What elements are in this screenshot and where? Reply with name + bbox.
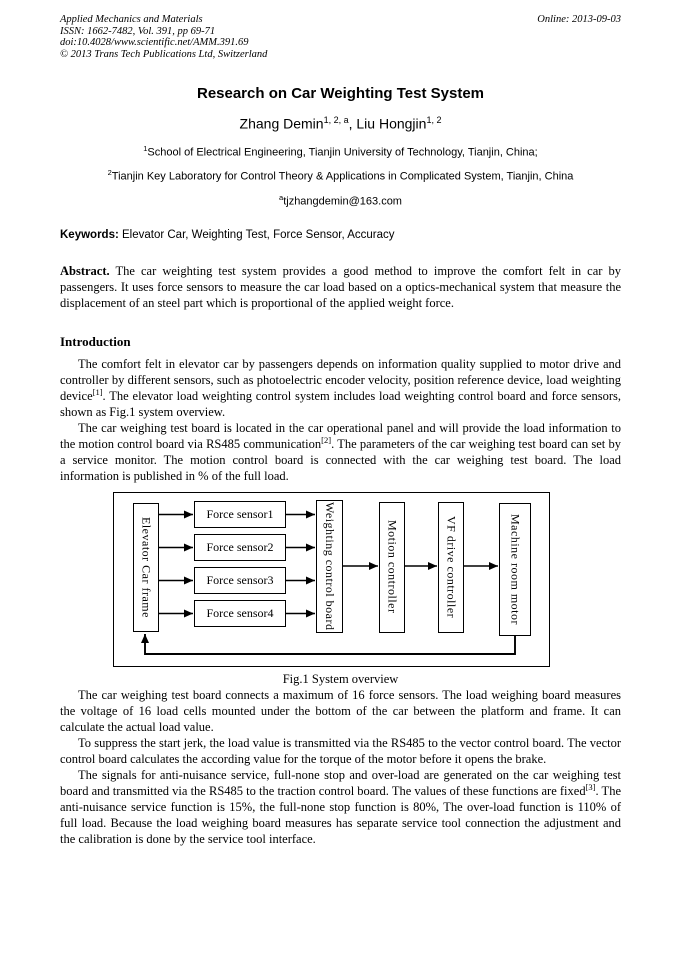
diagram-box-elevator-car-frame: Elevator Car frame (133, 502, 159, 632)
intro-p1-text-a: The comfort felt in elevator car by pass… (60, 356, 621, 403)
affiliation-1-superscript: 1 (143, 143, 148, 153)
abstract-paragraph: Abstract. The car weighting test system … (60, 263, 621, 311)
diagram-box-vf-drive-controller: VF drive controller (438, 501, 464, 633)
affiliation-2: 2Tianjin Key Laboratory for Control Theo… (60, 168, 621, 183)
force-sensor-1-label: Force sensor1 (206, 506, 274, 521)
citation-ref-3: [3] (585, 781, 596, 792)
citation-ref-2: [2] (321, 434, 332, 445)
intro-p2-text-b: . The parameters of the car weighing tes… (60, 436, 621, 483)
journal-copyright-line: © 2013 Trans Tech Publications Ltd, Swit… (60, 48, 268, 60)
body-p5-text-a: The signals for anti-nuisance service, f… (60, 767, 621, 798)
intro-paragraph-1: The comfort felt in elevator car by pass… (60, 356, 621, 420)
abstract-text: The car weighting test system provides a… (60, 263, 621, 310)
diagram-box-force-sensor-3: Force sensor3 (194, 566, 286, 594)
body-p5-text-b: . The anti-nuisance service function is … (60, 783, 621, 846)
author-2-name: Liu Hongjin (356, 115, 427, 132)
keywords-label: Keywords: (60, 228, 119, 241)
affiliations-block: 1School of Electrical Engineering, Tianj… (60, 144, 621, 208)
citation-ref-1: [1] (92, 386, 103, 397)
elevator-car-frame-label: Elevator Car frame (139, 516, 154, 618)
affiliation-2-text: Tianjin Key Laboratory for Control Theor… (111, 170, 574, 183)
diagram-box-machine-room-motor: Machine room motor (499, 502, 531, 636)
intro-paragraph-2: The car weighing test board is located i… (60, 420, 621, 484)
vf-drive-controller-label: VF drive controller (444, 516, 459, 619)
author-separator: , (348, 115, 357, 132)
paper-title: Research on Car Weighting Test System (196, 85, 485, 102)
figure-1-caption: Fig.1 System overview (282, 671, 399, 686)
figure-1-diagram: Elevator Car frame Force sensor1 Force s… (113, 491, 550, 667)
keywords-value: Elevator Car, Weighting Test, Force Sens… (122, 228, 395, 241)
body-paragraph-4: To suppress the start jerk, the load val… (60, 735, 621, 766)
weighting-control-board-label: Weighting control board (323, 501, 337, 631)
diagram-box-motion-controller: Motion controller (379, 501, 405, 633)
intro-p1-text-b: . The elevator load weighting control sy… (60, 388, 621, 419)
diagram-box-force-sensor-2: Force sensor2 (194, 533, 286, 561)
affiliation-2-superscript: 2 (107, 168, 112, 178)
diagram-box-weighting-control-board: Weighting control board (316, 499, 343, 633)
journal-issn-line: ISSN: 1662-7482, Vol. 391, pp 69-71 (60, 25, 216, 37)
email-text: tjzhangdemin@163.com (283, 195, 402, 208)
machine-room-motor-label: Machine room motor (508, 513, 523, 625)
abstract-label: Abstract. (60, 263, 110, 278)
diagram-box-force-sensor-4: Force sensor4 (194, 599, 286, 627)
force-sensor-4-label: Force sensor4 (206, 605, 274, 620)
journal-name: Applied Mechanics and Materials (60, 14, 203, 25)
author-email: atjzhangdemin@163.com (60, 193, 621, 208)
email-superscript: a (279, 192, 284, 202)
section-heading-introduction: Introduction (60, 333, 131, 349)
motion-controller-label: Motion controller (385, 520, 400, 614)
author-2-superscript: 1, 2 (426, 115, 442, 125)
journal-header: Applied Mechanics and Materials ISSN: 16… (60, 14, 621, 60)
online-date: Online: 2013-09-03 (537, 14, 621, 25)
body-paragraph-5: The signals for anti-nuisance service, f… (60, 767, 621, 847)
force-sensor-2-label: Force sensor2 (206, 539, 274, 554)
body-paragraph-3: The car weighing test board connects a m… (60, 687, 621, 734)
journal-doi-line: doi:10.4028/www.scientific.net/AMM.391.6… (60, 37, 249, 48)
affiliation-1-text: School of Electrical Engineering, Tianji… (147, 146, 538, 159)
journal-info-block: Applied Mechanics and Materials ISSN: 16… (60, 14, 267, 60)
authors-line: Zhang Demin1, 2, a, Liu Hongjin1, 2 (60, 115, 621, 132)
intro-p2-text-a: The car weighing test board is located i… (60, 420, 621, 451)
force-sensor-3-label: Force sensor3 (206, 572, 274, 587)
author-1-superscript: 1, 2, a (323, 115, 349, 125)
keywords-line: Keywords: Elevator Car, Weighting Test, … (60, 228, 621, 242)
affiliation-1: 1School of Electrical Engineering, Tianj… (60, 144, 621, 159)
diagram-box-force-sensor-1: Force sensor1 (194, 500, 286, 528)
author-1-name: Zhang Demin (239, 115, 324, 132)
